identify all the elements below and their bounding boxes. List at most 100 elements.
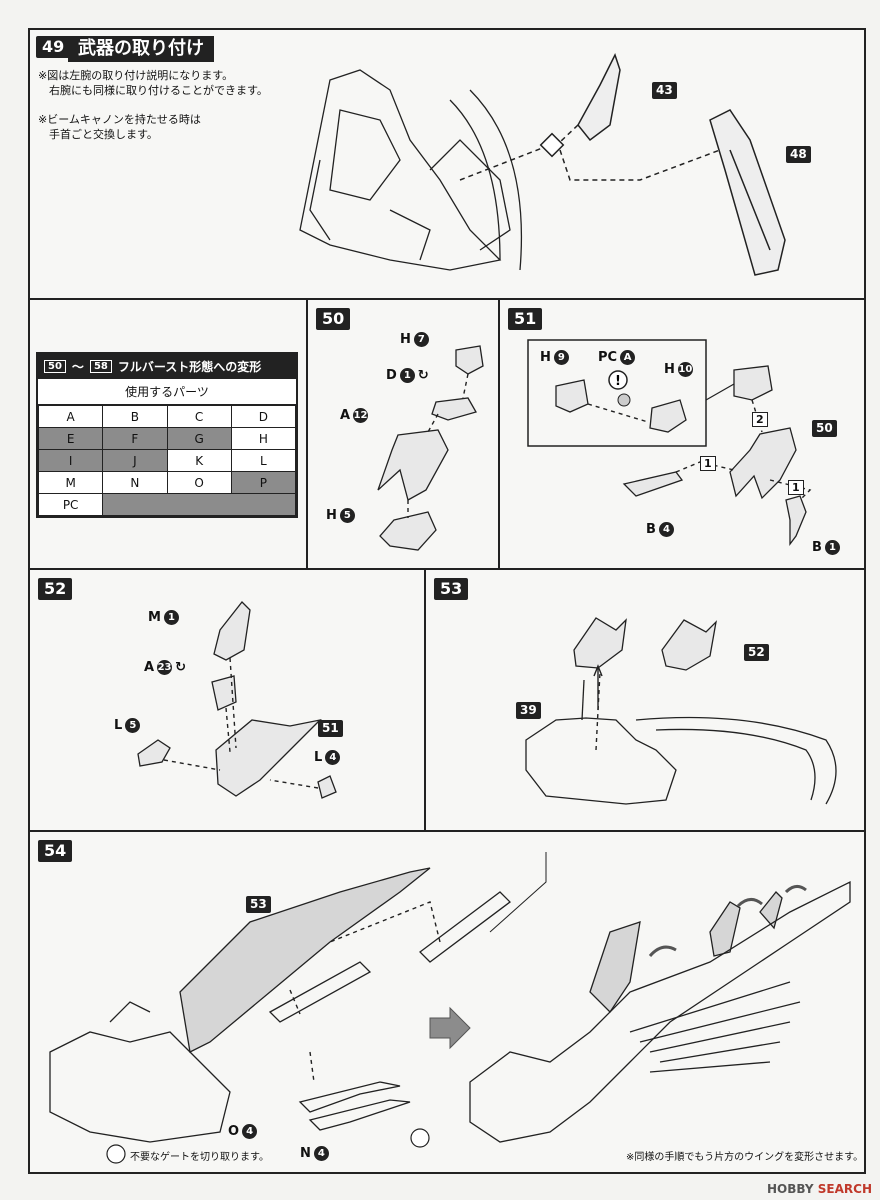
part-letter: A — [340, 408, 351, 423]
sequence-1a: 1 — [700, 456, 716, 471]
part-tag-52: 52 — [744, 644, 769, 661]
gate-cut-icon: ↻ — [417, 368, 429, 383]
part-cell: F — [102, 427, 168, 450]
part-number: 5 — [339, 508, 355, 523]
part-cell: O — [166, 471, 232, 494]
part-tag-53: 53 — [246, 896, 271, 913]
step-number: 49 — [36, 36, 71, 58]
part-number: 23 — [157, 660, 173, 675]
step-54-drawing — [49, 852, 851, 1164]
step-53-panel: 53 52 39 — [424, 568, 866, 832]
table-row: A B C D — [37, 405, 297, 428]
step-number: 54 — [38, 840, 73, 862]
step-number: 51 — [508, 308, 543, 330]
table-row: PC — [37, 493, 296, 516]
sequence-number: 1 — [704, 457, 712, 470]
note-line-1: ※図は左腕の取り付け説明になります。 — [38, 69, 234, 82]
step-54-panel: 54 — [28, 830, 866, 1174]
part-letter: L — [114, 718, 123, 733]
part-tag-39: 39 — [516, 702, 541, 719]
svg-text:!: ! — [615, 374, 621, 389]
gate-cut-note: 不要なゲートを切り取ります。 — [130, 1152, 269, 1163]
part-cell: E — [37, 427, 104, 450]
step-52-drawing — [137, 601, 337, 799]
gate-cut-icon: ↻ — [175, 660, 186, 675]
part-letter: D — [386, 368, 397, 383]
part-cell: H — [230, 427, 297, 450]
parts-box-header: 50 〜 58 フルバースト形態への変形 — [38, 354, 296, 379]
part-cell: K — [166, 449, 232, 472]
range-sep: 〜 — [71, 360, 84, 374]
part-number: 12 — [353, 408, 369, 423]
part-letter: H — [664, 362, 675, 377]
step-number: 53 — [434, 578, 469, 600]
range-from: 50 — [44, 360, 66, 373]
watermark-site: SEARCH — [817, 1182, 872, 1196]
step-49-panel: 49 武器の取り付け ※図は左腕の取り付け説明になります。 右腕にも同様に取り付… — [28, 28, 866, 300]
part-number: 1 — [399, 368, 415, 383]
part-number: 9 — [553, 350, 569, 365]
part-number: 1 — [163, 610, 179, 625]
step-number: 52 — [38, 578, 73, 600]
note-line-5: 手首ごと交換します。 — [38, 128, 158, 141]
part-cell: A — [37, 405, 104, 428]
part-number: 5 — [125, 718, 141, 733]
table-row: M N O P — [37, 471, 297, 494]
repeat-note: ※同様の手順でもう片方のウイングを変形させます。 — [626, 1152, 864, 1163]
table-row: I J K L — [37, 449, 297, 472]
part-number: 4 — [242, 1124, 258, 1139]
part-letter: H — [540, 350, 551, 365]
part-cell: L — [230, 449, 297, 472]
range-to: 58 — [89, 360, 112, 373]
part-letter: L — [314, 750, 323, 765]
part-cell: D — [230, 405, 297, 428]
part-cell: M — [37, 471, 104, 494]
part-cell: I — [37, 449, 104, 472]
part-number: 1 — [824, 540, 840, 555]
sequence-number: 2 — [756, 413, 764, 426]
step-number: 50 — [316, 308, 351, 330]
part-cell: G — [166, 427, 232, 450]
part-number: 7 — [413, 332, 429, 347]
sequence-1b: 1 — [788, 480, 804, 495]
table-row: E F G H — [37, 427, 297, 450]
part-letter: O — [228, 1124, 240, 1139]
step-title: 武器の取り付け — [68, 36, 214, 62]
part-cell: B — [102, 405, 168, 428]
parts-box: 50 〜 58 フルバースト形態への変形 使用するパーツ A B C D E F… — [36, 352, 298, 518]
part-cell: N — [102, 471, 168, 494]
part-tag-43: 43 — [652, 82, 677, 99]
parts-box-title: フルバースト形態への変形 — [117, 360, 262, 374]
part-cell: P — [230, 471, 297, 494]
parts-box-subheader: 使用するパーツ — [38, 379, 296, 405]
part-cell — [102, 493, 296, 516]
robot-arm-drawing — [299, 53, 786, 276]
parts-table: A B C D E F G H I J K L M — [37, 405, 297, 516]
sequence-number: 1 — [792, 481, 800, 494]
part-letter: A — [144, 660, 155, 675]
parts-list-panel: 50 〜 58 フルバースト形態への変形 使用するパーツ A B C D E F… — [28, 298, 308, 570]
part-letter: B — [812, 540, 822, 555]
part-letter: H — [326, 508, 337, 523]
part-letter: M — [148, 610, 161, 625]
part-letter: PC — [598, 350, 618, 365]
ref-tag-51: 51 — [318, 720, 343, 737]
